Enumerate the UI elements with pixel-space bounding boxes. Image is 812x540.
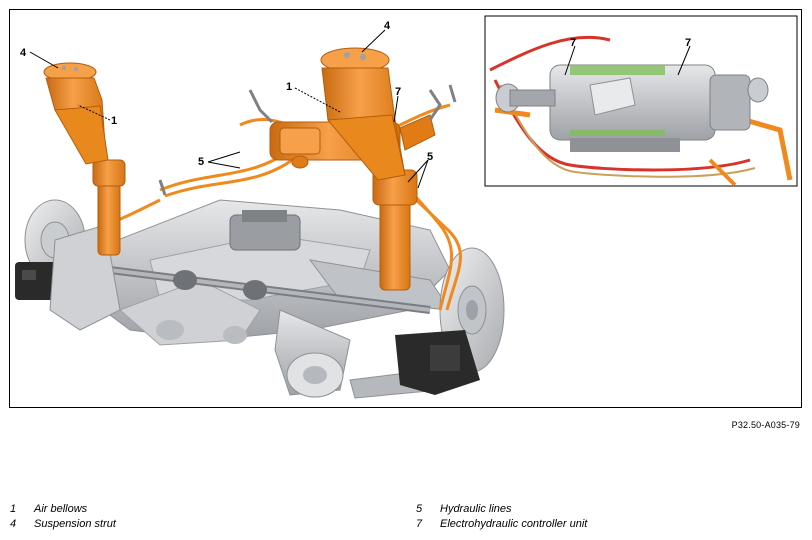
legend-label: Suspension strut — [34, 518, 116, 530]
legend-item: 1 Air bellows — [10, 502, 116, 517]
controller-unit-inset — [484, 15, 798, 187]
legend-label: Air bellows — [34, 503, 88, 515]
right-suspension-strut — [320, 47, 418, 291]
right-brake-caliper — [395, 330, 480, 395]
callout-1-right: 1 — [286, 81, 292, 93]
legend-right-column: 5 Hydraulic lines 7 Electrohydraulic contr… — [416, 502, 587, 532]
drive-shafts — [69, 261, 431, 314]
callout-5-left: 5 — [198, 156, 204, 168]
legend-item: 5 Hydraulic lines — [416, 502, 587, 517]
legend-number: 4 — [10, 518, 17, 530]
figure-reference-code: P32.50-A035-79 — [731, 420, 800, 430]
legend-item: 4 Suspension strut — [10, 517, 116, 532]
callout-1-left: 1 — [111, 115, 117, 127]
callout-4-right: 4 — [384, 20, 391, 32]
differential-housing — [229, 210, 301, 251]
callout-4-left: 4 — [20, 47, 27, 59]
callout-leader-lines — [29, 29, 691, 189]
callout-7-inset-left: 7 — [570, 37, 576, 49]
callout-7-inset-right: 7 — [685, 37, 691, 49]
illustration-canvas: 4 4 1 1 7 5 5 7 7 — [15, 15, 798, 399]
callout-7-main: 7 — [395, 86, 401, 98]
legend-number: 5 — [416, 503, 423, 515]
legend-number: 7 — [416, 518, 423, 530]
exploded-view-figure: 4 4 1 1 7 5 5 7 7 — [9, 9, 802, 408]
legend-label: Electrohydraulic controller unit — [440, 518, 588, 530]
callout-5-right: 5 — [427, 151, 433, 163]
left-air-bellows — [45, 77, 109, 165]
mounting-brackets — [158, 84, 457, 196]
left-brake-caliper — [15, 262, 60, 300]
legend-number: 1 — [10, 503, 17, 515]
legend-item: 7 Electrohydraulic controller unit — [416, 517, 587, 532]
right-air-bellows — [321, 67, 406, 181]
legend-label: Hydraulic lines — [440, 503, 512, 515]
legend-left-column: 1 Air bellows 4 Suspension strut — [10, 502, 116, 532]
